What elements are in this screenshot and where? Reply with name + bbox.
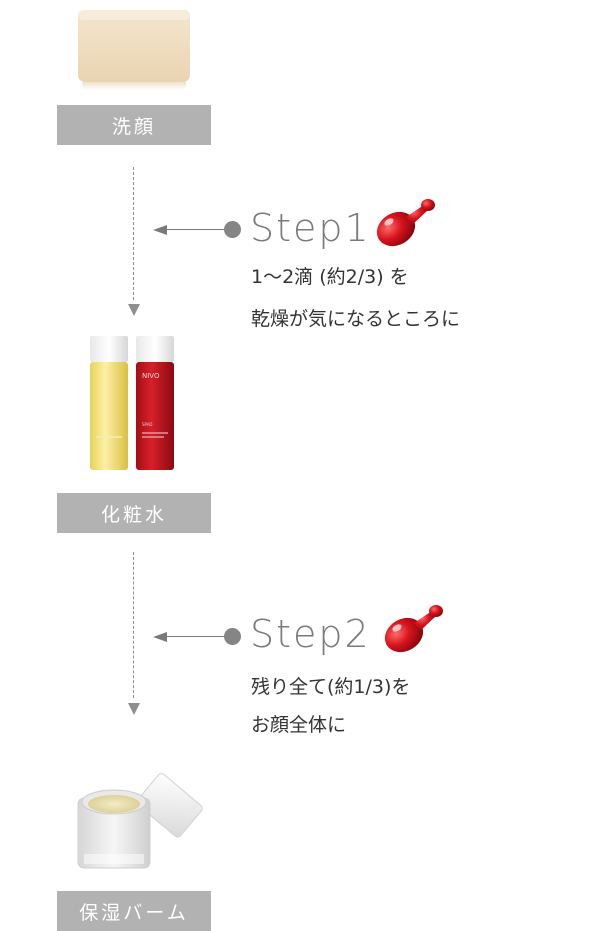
capsule-icon bbox=[380, 601, 448, 657]
svg-text:NIVO: NIVO bbox=[142, 372, 160, 380]
step1-title: Step1 bbox=[250, 206, 371, 250]
balm-jar-image bbox=[72, 764, 204, 876]
soap-image bbox=[72, 6, 198, 92]
toner-label-text: 化粧水 bbox=[100, 503, 167, 526]
arrow-line bbox=[157, 229, 229, 230]
connector-line bbox=[133, 167, 134, 300]
arrow-dot bbox=[224, 221, 241, 238]
svg-text:SPAD: SPAD bbox=[142, 422, 153, 427]
down-arrow-icon bbox=[128, 703, 140, 715]
cleanser-label-text: 洗顔 bbox=[111, 115, 156, 138]
down-arrow-icon bbox=[128, 304, 140, 316]
left-arrow-icon bbox=[153, 632, 167, 642]
left-arrow-icon bbox=[153, 225, 167, 235]
toner-bottles-image: NIVO SPAD bbox=[86, 336, 182, 476]
capsule-icon bbox=[372, 195, 440, 251]
step2-line1: 残り全て(約1/3)を bbox=[251, 676, 411, 698]
toner-label: 化粧水 bbox=[57, 493, 211, 533]
step2-title: Step2 bbox=[250, 612, 371, 656]
step1-line1: 1〜2滴 (約2/3) を bbox=[251, 266, 409, 288]
cleanser-label: 洗顔 bbox=[57, 105, 211, 145]
arrow-line bbox=[157, 636, 229, 637]
step1-line2: 乾燥が気になるところに bbox=[251, 308, 461, 330]
arrow-dot bbox=[224, 628, 241, 645]
balm-label: 保湿バーム bbox=[57, 891, 211, 931]
step2-line2: お顔全体に bbox=[251, 714, 347, 736]
connector-line bbox=[133, 552, 134, 698]
balm-label-text: 保湿バーム bbox=[79, 901, 189, 924]
